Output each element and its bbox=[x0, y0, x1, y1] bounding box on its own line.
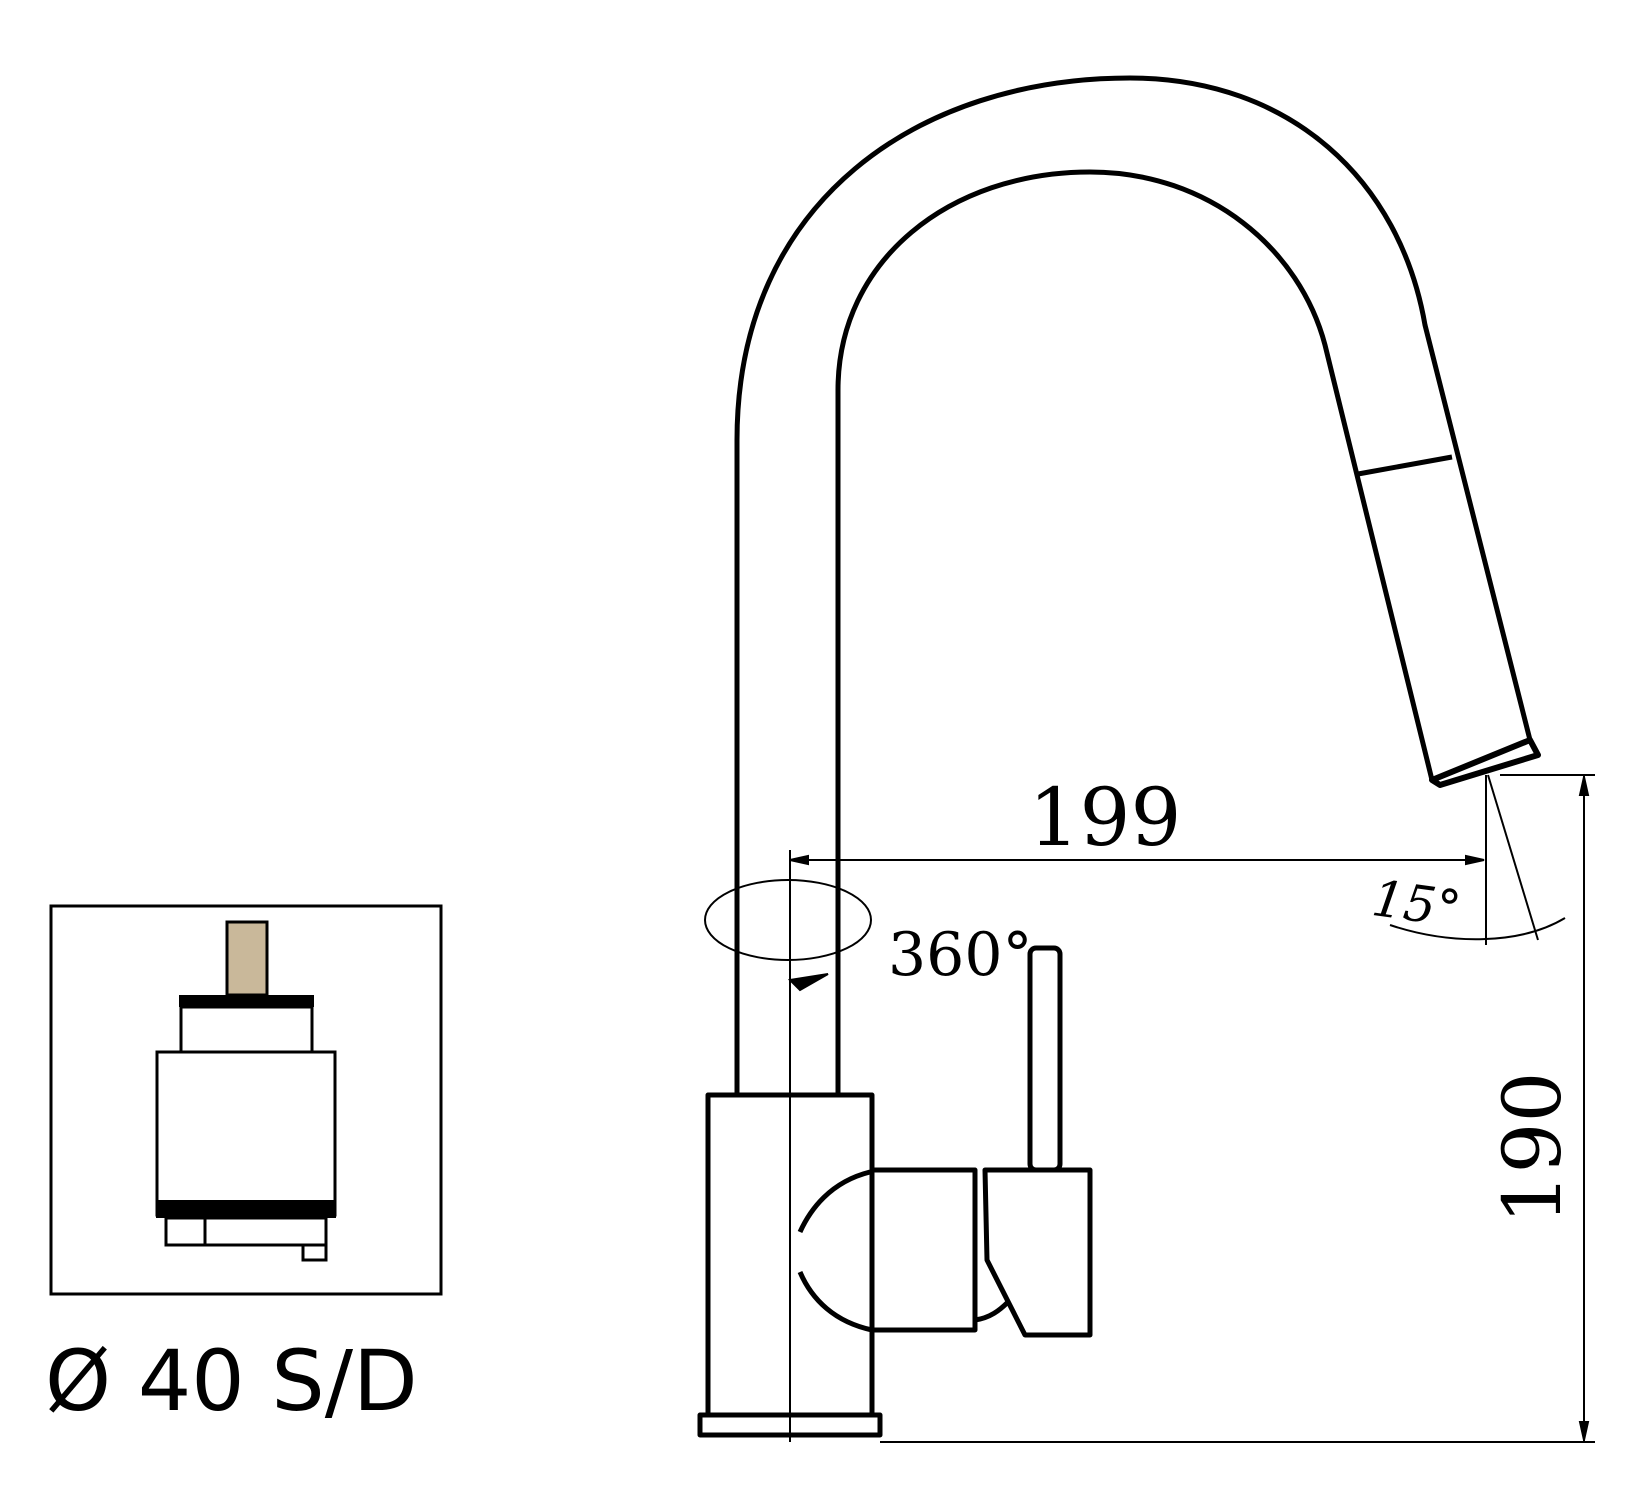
pullout-joint bbox=[1357, 454, 1453, 477]
swivel-ellipse bbox=[704, 879, 872, 961]
cartridge-bottom-band bbox=[156, 1200, 336, 1218]
cartridge-upper-body bbox=[179, 1005, 314, 1054]
cartridge-main-body bbox=[155, 1050, 337, 1217]
spout-inner bbox=[835, 169, 1435, 1095]
cartridge-base bbox=[164, 1216, 328, 1247]
lever-housing bbox=[872, 1167, 978, 1333]
lever-stick bbox=[1027, 945, 1063, 1173]
cartridge-label: Ø 40 S/D bbox=[45, 1332, 418, 1430]
height-dimension: 190 bbox=[1486, 1072, 1579, 1225]
reach-dimension: 199 bbox=[1029, 771, 1182, 864]
lever-handle bbox=[982, 1167, 1093, 1338]
dimension-lines bbox=[704, 774, 1595, 1443]
cartridge-frame bbox=[49, 904, 443, 1296]
spout-outer bbox=[734, 75, 1533, 1095]
spray-head-end bbox=[1429, 737, 1541, 788]
cartridge-pin bbox=[301, 1243, 328, 1262]
spray-angle-line bbox=[1487, 774, 1539, 941]
spray-angle-arc bbox=[1389, 917, 1566, 941]
cartridge-top-band bbox=[179, 995, 314, 1007]
cartridge-inset bbox=[49, 904, 443, 1296]
spray-angle: 15° bbox=[1369, 869, 1465, 939]
swivel-angle: 360° bbox=[888, 920, 1033, 990]
faucet bbox=[697, 75, 1541, 1438]
cartridge-stem bbox=[225, 920, 269, 997]
